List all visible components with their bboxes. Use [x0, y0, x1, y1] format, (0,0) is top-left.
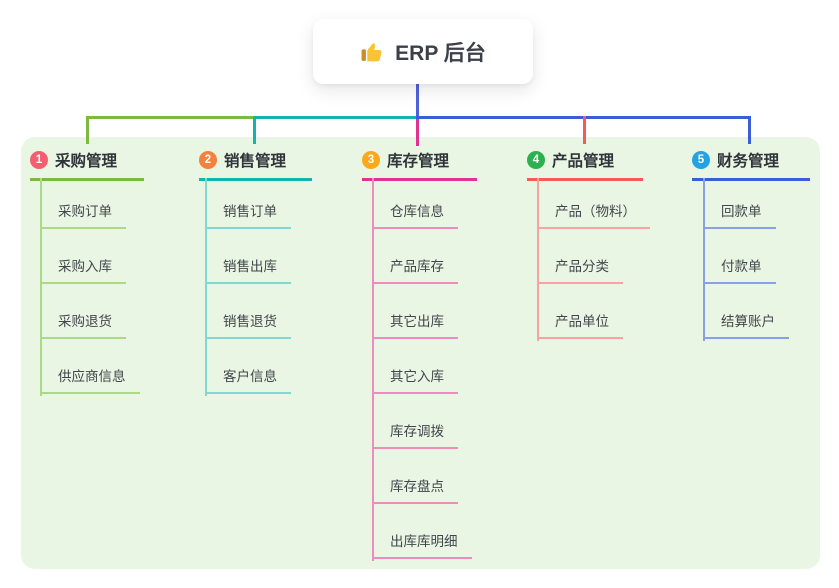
item-label: 采购入库: [40, 255, 126, 284]
branch-header-inventory[interactable]: 3 库存管理: [362, 148, 477, 181]
item-label: 出库库明细: [372, 530, 472, 559]
branch-header-finance[interactable]: 5 财务管理: [692, 148, 810, 181]
branch-header-purchase[interactable]: 1 采购管理: [30, 148, 144, 181]
mindmap-item[interactable]: 其它入库: [372, 339, 472, 394]
item-label: 供应商信息: [40, 365, 140, 394]
bus-segment-purchase: [87, 116, 254, 119]
branch-number-badge: 2: [199, 151, 217, 169]
item-label: 仓库信息: [372, 200, 458, 229]
mindmap-item[interactable]: 产品单位: [537, 284, 650, 339]
branch-number-badge: 5: [692, 151, 710, 169]
item-label: 采购订单: [40, 200, 126, 229]
branch-child-connector: [537, 178, 539, 341]
mindmap-item[interactable]: 供应商信息: [40, 339, 140, 394]
branch-child-connector: [40, 178, 42, 396]
drop-connector-sales: [253, 116, 256, 144]
drop-connector-inventory: [416, 119, 419, 146]
mindmap-item[interactable]: 库存盘点: [372, 449, 472, 504]
mindmap-item[interactable]: 销售订单: [205, 174, 291, 229]
mindmap-item[interactable]: 产品分类: [537, 229, 650, 284]
drop-connector-purchase: [86, 116, 89, 144]
item-label: 其它出库: [372, 310, 458, 339]
mindmap-item[interactable]: 采购订单: [40, 174, 140, 229]
bus-segment-sales: [254, 116, 416, 119]
item-label: 结算账户: [703, 310, 789, 339]
mindmap-item[interactable]: 销售退货: [205, 284, 291, 339]
mindmap-item[interactable]: 采购退货: [40, 284, 140, 339]
item-label: 产品库存: [372, 255, 458, 284]
root-title: ERP 后台: [395, 41, 486, 65]
item-label: 产品分类: [537, 255, 623, 284]
mindmap-item[interactable]: 产品库存: [372, 229, 472, 284]
mindmap-item[interactable]: 产品（物料）: [537, 174, 650, 229]
branch-header-sales[interactable]: 2 销售管理: [199, 148, 312, 181]
branches-panel: [21, 137, 820, 569]
mindmap-item[interactable]: 结算账户: [703, 284, 789, 339]
drop-connector-product: [583, 116, 586, 144]
branch-child-connector: [372, 178, 374, 561]
item-label: 采购退货: [40, 310, 126, 339]
mindmap-item[interactable]: 出库库明细: [372, 504, 472, 559]
thumbs-up-icon: [360, 39, 385, 64]
branch-title: 产品管理: [552, 153, 615, 170]
mindmap-item[interactable]: 采购入库: [40, 229, 140, 284]
mindmap-item[interactable]: 付款单: [703, 229, 789, 284]
item-label: 库存盘点: [372, 475, 458, 504]
mindmap-item[interactable]: 仓库信息: [372, 174, 472, 229]
mindmap-item[interactable]: 其它出库: [372, 284, 472, 339]
mindmap-item[interactable]: 库存调拨: [372, 394, 472, 449]
branch-child-connector: [205, 178, 207, 396]
mindmap-item[interactable]: 客户信息: [205, 339, 291, 394]
item-label: 销售退货: [205, 310, 291, 339]
branch-number-badge: 3: [362, 151, 380, 169]
branch-number-badge: 1: [30, 151, 48, 169]
mindmap-item[interactable]: 回款单: [703, 174, 789, 229]
branch-title: 财务管理: [717, 153, 780, 170]
branch-number-badge: 4: [527, 151, 545, 169]
drop-connector-finance: [748, 116, 751, 144]
branch-child-connector: [703, 178, 705, 341]
branch-title: 销售管理: [224, 153, 287, 170]
branch-header-product[interactable]: 4 产品管理: [527, 148, 643, 181]
branch-title: 库存管理: [387, 153, 450, 170]
root-connector-line: [416, 84, 419, 117]
item-label: 销售出库: [205, 255, 291, 284]
item-label: 付款单: [703, 255, 776, 284]
item-label: 回款单: [703, 200, 776, 229]
item-label: 产品单位: [537, 310, 623, 339]
item-label: 客户信息: [205, 365, 291, 394]
item-label: 销售订单: [205, 200, 291, 229]
item-label: 库存调拨: [372, 420, 458, 449]
item-label: 其它入库: [372, 365, 458, 394]
root-node[interactable]: ERP 后台: [313, 19, 533, 84]
item-label: 产品（物料）: [537, 200, 650, 229]
mindmap-item[interactable]: 销售出库: [205, 229, 291, 284]
branch-title: 采购管理: [55, 153, 118, 170]
